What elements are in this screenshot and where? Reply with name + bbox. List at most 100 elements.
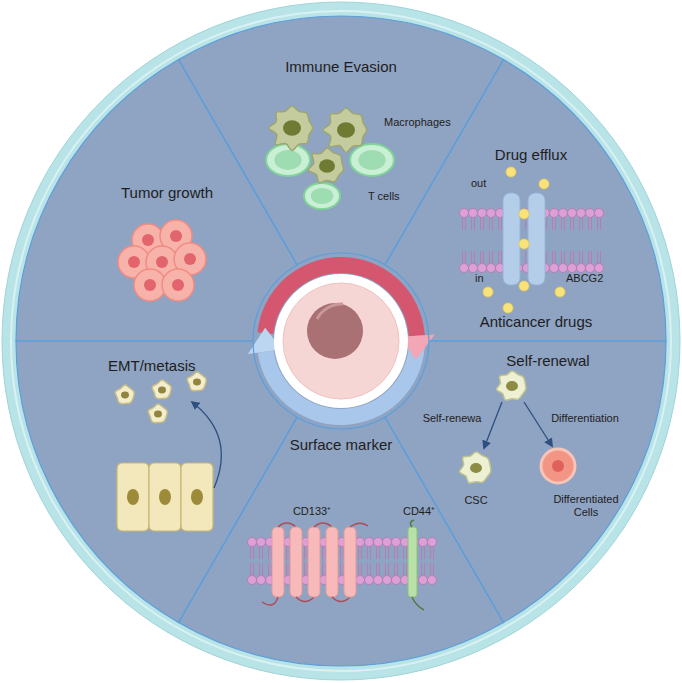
- cd133-loop: [278, 523, 296, 527]
- epithelial-nucleus: [159, 489, 171, 505]
- tumor-nucleus: [142, 234, 154, 246]
- sector-label: CSC: [456, 494, 496, 507]
- sector-wedge: [385, 59, 666, 341]
- lipid-head: [487, 209, 496, 218]
- macrophage: [323, 108, 367, 153]
- emt-arrow: [192, 402, 221, 488]
- sector-wedge: [385, 341, 666, 623]
- self-renewal-arrow: [484, 402, 502, 448]
- lipid-head: [469, 264, 478, 273]
- lipid-head: [383, 538, 392, 547]
- cd133-tail: [262, 597, 278, 605]
- t-cell-nucleus: [274, 150, 301, 170]
- sector-title: Surface marker: [290, 436, 393, 453]
- differentiated-cell: [541, 449, 575, 483]
- macrophage-body: [323, 108, 367, 153]
- t-cell-nucleus: [311, 188, 333, 204]
- lipid-head: [383, 576, 392, 585]
- nucleus-highlight: [317, 304, 343, 319]
- migrating-cell-nucleus: [158, 387, 166, 394]
- lipid-head: [559, 209, 568, 218]
- sector-outline: [385, 60, 666, 341]
- migrating-cell: [152, 380, 171, 399]
- sector-label: Differentiated Cells: [545, 493, 627, 518]
- sector-outline: [179, 16, 504, 265]
- epithelial-nucleus: [127, 489, 139, 505]
- cell-label-box: Differentiated Cells: [543, 491, 633, 524]
- migrating-cell-nucleus: [154, 411, 162, 418]
- cd133-segment: [326, 527, 338, 597]
- t-cell: [350, 144, 394, 176]
- migrating-cell: [187, 372, 206, 391]
- drug-molecule: [519, 239, 529, 249]
- stem-cell-body: [497, 371, 526, 400]
- lipid-head: [356, 538, 365, 547]
- cd44-protein: [408, 527, 417, 597]
- lipid-head: [374, 538, 383, 547]
- cd133-segment: [344, 527, 356, 597]
- lipid-head: [460, 209, 469, 218]
- epithelial-cell: [181, 463, 213, 531]
- tumor-nucleus: [184, 253, 196, 265]
- lipid-head: [586, 264, 595, 273]
- migrating-cell-nucleus: [193, 379, 201, 386]
- t-cell: [266, 144, 310, 176]
- sector-label: ABCG2: [566, 272, 603, 285]
- lipid-head: [365, 538, 374, 547]
- sector-wedge: [178, 417, 504, 666]
- lipid-head: [550, 264, 559, 273]
- cell-outline: [274, 274, 408, 408]
- tumor-nucleus: [172, 279, 184, 291]
- macrophage-body: [308, 148, 343, 183]
- macrophage-nucleus: [319, 159, 335, 173]
- sector-wedge: [178, 16, 504, 265]
- cell-body: [283, 283, 399, 399]
- migrating-cell: [115, 385, 134, 404]
- lipid-head: [374, 576, 383, 585]
- sector-label: in: [475, 272, 484, 285]
- sector-title: Self-renewal: [506, 352, 589, 369]
- t-cell: [304, 183, 340, 209]
- sector-outline: [385, 341, 666, 622]
- lipid-head: [428, 538, 437, 547]
- sector-title: Immune Evasion: [285, 58, 397, 75]
- abcg2-transporter: [503, 193, 520, 285]
- lipid-head: [568, 209, 577, 218]
- sector-title: Tumor growth: [121, 184, 213, 201]
- sector-title: Drug efflux: [495, 146, 567, 163]
- tumor-cell: [134, 269, 166, 301]
- drug-molecule: [519, 209, 529, 219]
- stem-cell-nucleus: [506, 381, 518, 391]
- lipid-head: [356, 576, 365, 585]
- csc-cell-body: [459, 452, 490, 483]
- migrating-cell-body: [152, 380, 171, 399]
- cd133-loop: [296, 597, 314, 602]
- sector-outline: [16, 341, 297, 622]
- tumor-nucleus: [156, 256, 168, 268]
- sector-wedge: [16, 340, 297, 623]
- csc-cell: [459, 452, 490, 483]
- sector-label: Macrophages: [384, 116, 451, 129]
- lipid-head: [595, 209, 604, 218]
- ring-line: [11, 11, 671, 671]
- macrophage-body: [269, 106, 313, 151]
- cell-nucleus: [307, 303, 363, 359]
- sector-label: CD133⁺: [293, 505, 331, 518]
- sector-label: Self-renewa: [423, 412, 482, 425]
- lipid-head: [478, 209, 487, 218]
- epithelial-cell: [117, 463, 149, 531]
- cd133-tail: [350, 523, 368, 527]
- lipid-head: [392, 576, 401, 585]
- lipid-head: [460, 264, 469, 273]
- lipid-head: [257, 576, 266, 585]
- sector: Tumor growth: [16, 59, 297, 341]
- migrating-cell-nucleus: [121, 392, 129, 399]
- differentiated-nucleus: [552, 460, 564, 472]
- sector-label: T cells: [368, 190, 400, 203]
- lipid-head: [577, 209, 586, 218]
- cd44-tail: [412, 597, 424, 610]
- sector-label: CD44⁺: [403, 505, 435, 518]
- macrophage: [308, 148, 343, 183]
